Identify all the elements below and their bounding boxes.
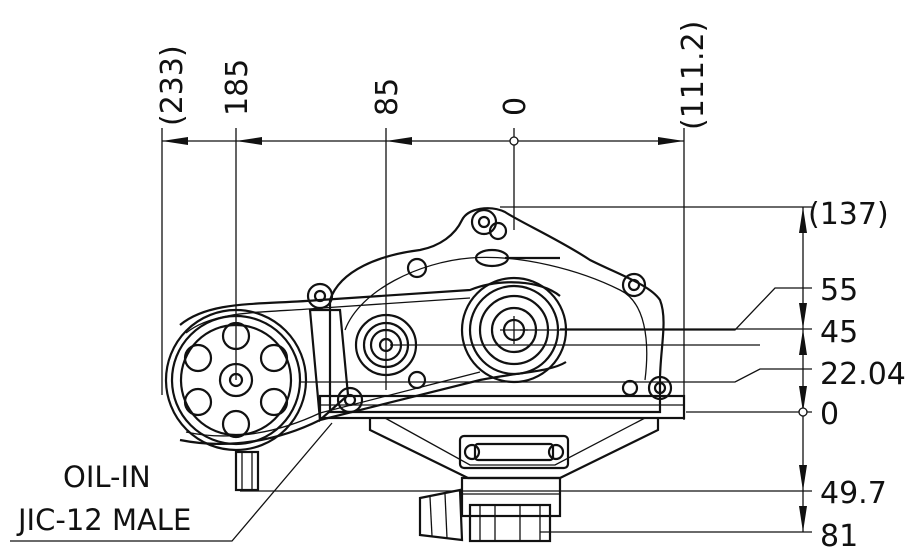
vertical-dimension-lines: [240, 206, 812, 533]
callout-line-1: OIL-IN: [63, 460, 151, 494]
dim-y-81: 81: [820, 519, 858, 552]
callout-line-2: JIC-12 MALE: [16, 503, 191, 537]
horizontal-dimension-lines: [161, 128, 685, 420]
horizontal-dimension-labels: (233) 185 85 0 (111.2): [155, 21, 711, 130]
dim-x-85: 85: [370, 78, 405, 116]
dim-y-22-04: 22.04: [820, 357, 906, 392]
pump-assembly-drawing: [10, 207, 686, 543]
dim-x-0: 0: [498, 97, 533, 116]
vertical-dimension-labels: (137) 55 45 22.04 0 49.7 81: [808, 197, 906, 552]
dim-y-0: 0: [820, 397, 839, 432]
dim-x-111-2: (111.2): [676, 21, 711, 130]
dim-y-49-7: 49.7: [820, 476, 887, 511]
dim-x-233: (233): [155, 45, 190, 126]
dim-y-137: (137): [808, 197, 889, 232]
dim-y-45: 45: [820, 315, 858, 350]
dim-x-185: 185: [220, 59, 255, 116]
dim-y-55: 55: [820, 273, 858, 308]
oil-in-callout: OIL-IN JIC-12 MALE: [16, 460, 191, 537]
